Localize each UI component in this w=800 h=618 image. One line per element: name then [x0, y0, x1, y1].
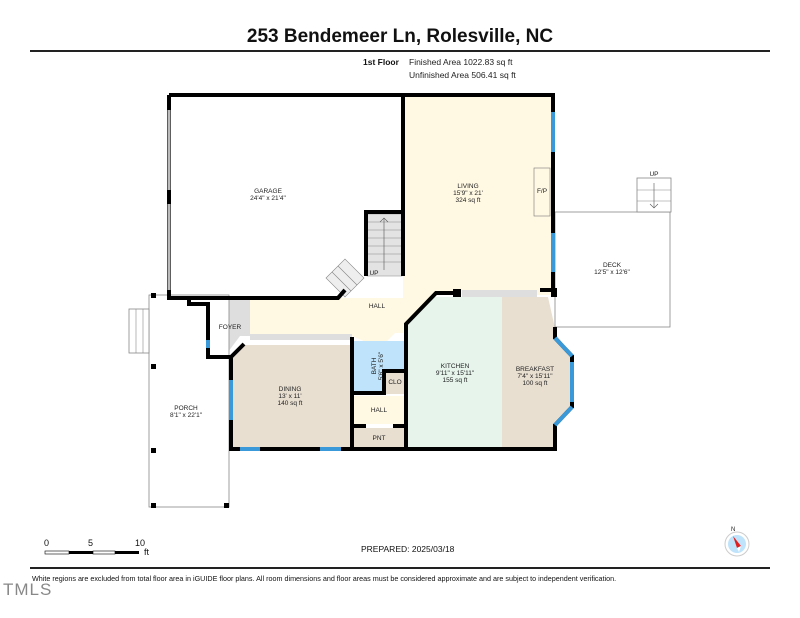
foyer-hall-opening	[250, 334, 352, 340]
mls-watermark: TMLS	[3, 580, 53, 599]
fireplace	[533, 167, 551, 217]
pantry-label: PNT	[373, 435, 386, 442]
compass-north-label: N	[731, 527, 735, 533]
breakfast-label: BREAKFAST	[516, 366, 554, 373]
garage-dims: 24'4" x 21'4"	[250, 195, 286, 202]
living-label: LIVING	[457, 183, 478, 190]
dining-dims: 13' x 11'	[278, 393, 301, 400]
dining-fill	[231, 345, 350, 447]
header-divider	[30, 50, 770, 52]
porch	[128, 293, 230, 508]
living-area: 324 sq ft	[456, 197, 481, 204]
porch-label: PORCH	[174, 405, 198, 412]
fireplace-label: F/P	[537, 188, 547, 195]
scale-tick-5: 5	[88, 538, 94, 548]
prepared-date: PREPARED: 2025/03/18	[361, 544, 455, 554]
page-title: 253 Bendemeer Ln, Rolesville, NC	[246, 26, 554, 47]
small-hall-fill	[354, 396, 404, 424]
kitchen-fill	[408, 297, 502, 447]
stairs-label: UP	[369, 270, 378, 277]
closet-fill	[384, 370, 404, 394]
post	[453, 289, 461, 297]
scale-bar	[44, 550, 139, 555]
hall-label: HALL	[369, 303, 386, 310]
small-hall-label: HALL	[371, 407, 388, 414]
scale-tick-10: 10	[135, 538, 146, 548]
deck-label: DECK	[603, 262, 622, 269]
kitchen-dims: 9'11" x 15'11"	[436, 370, 475, 377]
kitchen-label: KITCHEN	[441, 363, 470, 370]
closet-label: CLO	[388, 379, 401, 386]
pantry-fill	[354, 428, 404, 447]
kitchen-area: 155 sq ft	[443, 377, 468, 384]
deck-dims: 12'5" x 12'6"	[594, 269, 630, 276]
dining-area: 140 sq ft	[278, 400, 303, 407]
living-room-fill	[250, 97, 553, 333]
footer-divider	[30, 567, 770, 569]
garage-door-post	[167, 190, 171, 204]
finished-area: Finished Area 1022.83 sq ft	[409, 57, 513, 67]
living-dims: 15'9" x 21'	[453, 190, 483, 197]
deck-stairs-label: UP	[649, 171, 658, 178]
bath-dims: 5'6" x 5'6"	[378, 351, 385, 380]
breakfast-area: 100 sq ft	[523, 380, 548, 387]
unfinished-area: Unfinished Area 506.41 sq ft	[409, 70, 516, 80]
kitchen-living-opening	[462, 290, 537, 297]
scale-tick-0: 0	[44, 538, 50, 548]
dining-label: DINING	[279, 386, 302, 393]
windows	[206, 112, 574, 451]
garage-label: GARAGE	[254, 188, 282, 195]
disclaimer: White regions are excluded from total fl…	[32, 574, 617, 583]
bath-label: BATH	[371, 357, 378, 374]
compass-icon	[724, 531, 750, 557]
breakfast-dims: 7'4" x 15'11"	[517, 373, 553, 380]
floor-label: 1st Floor	[363, 57, 399, 67]
porch-dims: 8'1" x 22'1"	[170, 412, 203, 419]
foyer-label: FOYER	[219, 324, 242, 331]
deck	[554, 177, 672, 328]
scale-unit: ft	[144, 547, 150, 557]
